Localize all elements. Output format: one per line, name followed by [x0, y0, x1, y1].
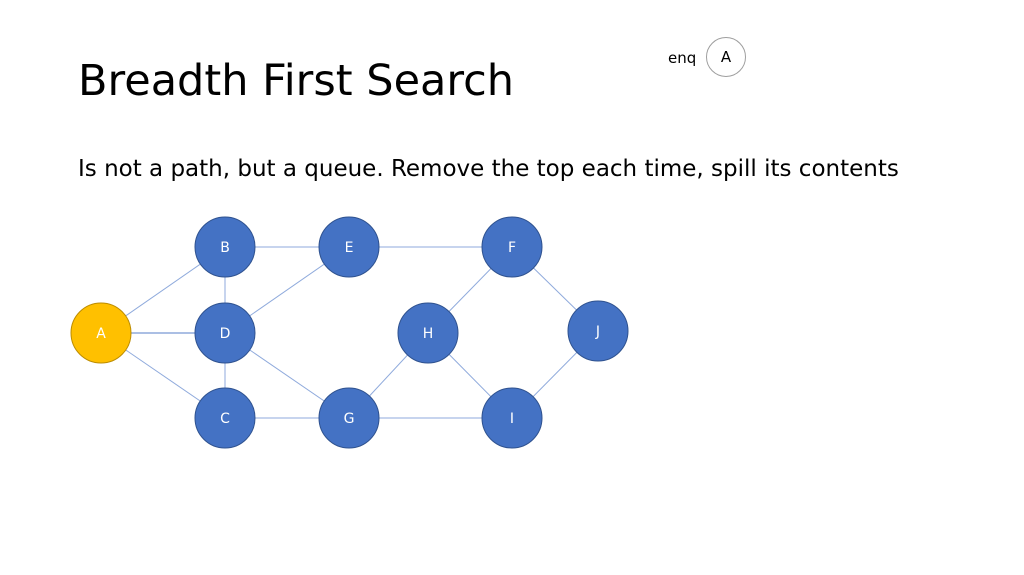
queue-item: A — [706, 37, 746, 77]
node-i: I — [481, 387, 543, 449]
node-c: C — [194, 387, 256, 449]
slide-subtitle: Is not a path, but a queue. Remove the t… — [78, 156, 899, 182]
node-g: G — [318, 387, 380, 449]
node-circle — [318, 216, 380, 278]
queue-label: enq — [668, 49, 697, 67]
node-circle — [318, 387, 380, 449]
node-label: F — [508, 240, 516, 256]
node-a: A — [70, 302, 132, 364]
node-circle — [194, 387, 256, 449]
node-label: G — [344, 411, 355, 427]
node-label: E — [345, 240, 354, 256]
node-e: E — [318, 216, 380, 278]
node-f: F — [481, 216, 543, 278]
node-circle — [397, 302, 459, 364]
node-circle — [481, 216, 543, 278]
node-label: I — [510, 411, 514, 427]
nodes-layer: A B D C E G H F I J — [70, 216, 629, 449]
node-label: A — [96, 326, 106, 342]
node-h: H — [397, 302, 459, 364]
node-circle — [194, 216, 256, 278]
slide-title: Breadth First Search — [78, 56, 515, 106]
node-b: B — [194, 216, 256, 278]
node-label: D — [220, 326, 231, 342]
node-label: J — [595, 324, 600, 340]
node-label: H — [423, 326, 434, 342]
node-circle — [567, 300, 629, 362]
node-d: D — [194, 302, 256, 364]
node-circle — [194, 302, 256, 364]
node-label: C — [220, 411, 230, 427]
node-j: J — [567, 300, 629, 362]
node-circle — [70, 302, 132, 364]
node-circle — [481, 387, 543, 449]
node-label: B — [220, 240, 230, 256]
